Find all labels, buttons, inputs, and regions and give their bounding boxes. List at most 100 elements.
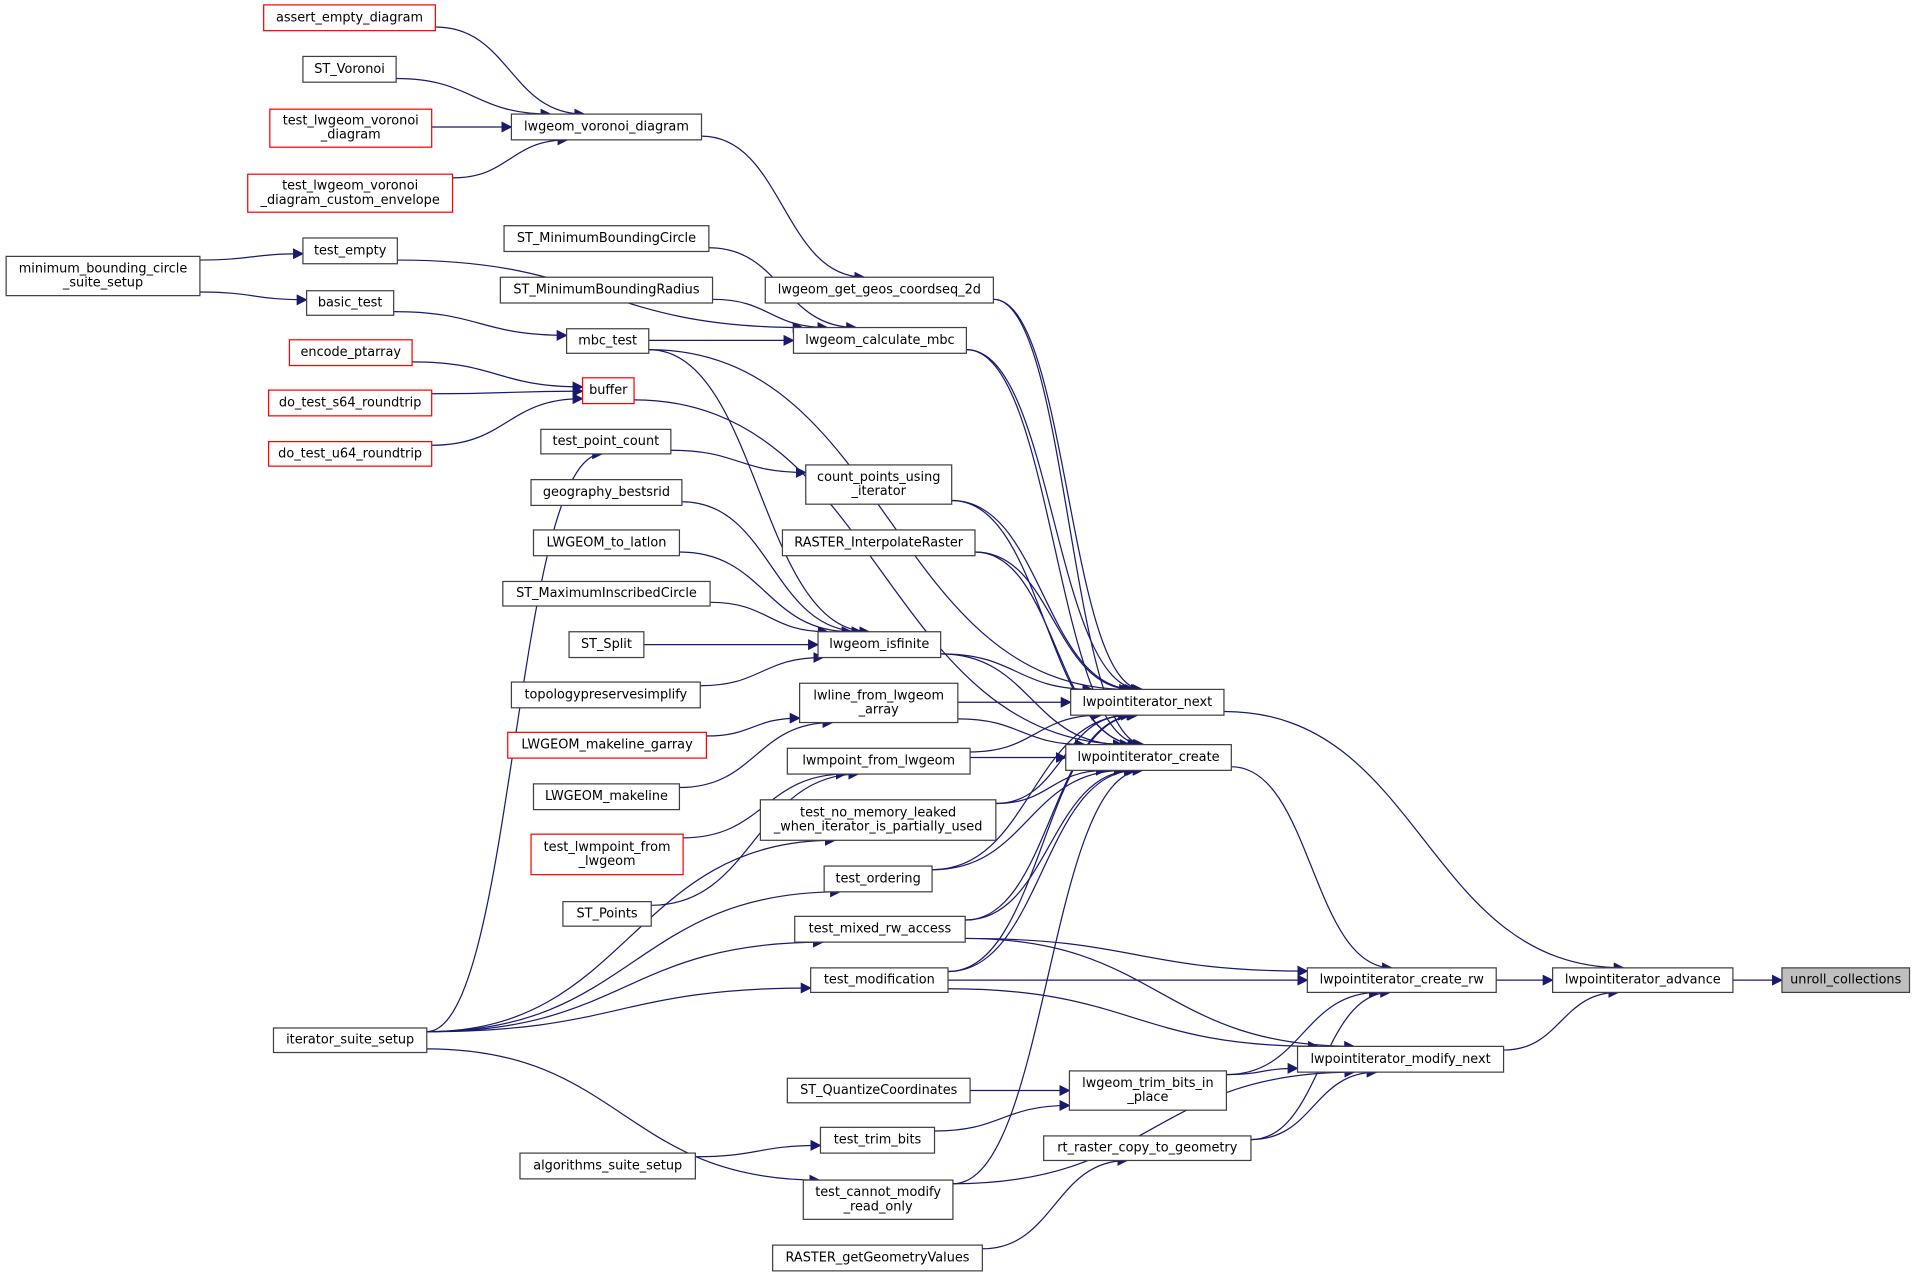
node-box[interactable] xyxy=(507,731,708,759)
node-iterator-suite-setup[interactable]: iterator_suite_setup xyxy=(272,1027,428,1054)
node-box[interactable] xyxy=(772,1244,983,1272)
node-box[interactable] xyxy=(792,326,968,354)
node-box[interactable] xyxy=(764,276,994,304)
node-box[interactable] xyxy=(502,580,711,607)
node-test-cannot-modify-read-only[interactable]: test_cannot_modify_read_only xyxy=(802,1179,954,1220)
node-st-minimumboundingradius[interactable]: ST_MinimumBoundingRadius xyxy=(499,276,714,304)
node-box[interactable] xyxy=(272,1027,428,1054)
node-test-modification[interactable]: test_modification xyxy=(810,967,949,994)
node-box[interactable] xyxy=(799,682,959,724)
node-raster-getgeometryvalues[interactable]: RASTER_getGeometryValues xyxy=(772,1244,983,1272)
node-st-minimumboundingcircle[interactable]: ST_MinimumBoundingCircle xyxy=(503,225,710,253)
node-geography-bestsrid[interactable]: geography_bestsrid xyxy=(530,479,683,507)
node-box[interactable] xyxy=(269,108,433,148)
node-test-lwgeom-voronoi-diagram-custom-envelope[interactable]: test_lwgeom_voronoi_diagram_custom_envel… xyxy=(247,173,454,213)
node-lwgeom-to-latlon[interactable]: LWGEOM_to_latlon xyxy=(532,529,681,557)
node-box[interactable] xyxy=(530,479,683,507)
node-box[interactable] xyxy=(1043,1135,1252,1162)
node-do-test-s64-roundtrip[interactable]: do_test_s64_roundtrip xyxy=(267,389,433,417)
node-do-test-u64-roundtrip[interactable]: do_test_u64_roundtrip xyxy=(267,441,433,467)
node-box[interactable] xyxy=(267,441,433,467)
node-box[interactable] xyxy=(499,276,714,304)
node-lwline-from-lwgeom-array[interactable]: lwline_from_lwgeom_array xyxy=(799,682,959,724)
node-test-point-count[interactable]: test_point_count xyxy=(540,428,672,455)
node-lwpointiterator-create[interactable]: lwpointiterator_create xyxy=(1065,743,1232,771)
node-lwpointiterator-next[interactable]: lwpointiterator_next xyxy=(1070,688,1225,716)
node-box[interactable] xyxy=(802,1179,954,1220)
node-st-points[interactable]: ST_Points xyxy=(562,901,652,927)
node-box[interactable] xyxy=(568,631,645,659)
node-algorithms-suite-setup[interactable]: algorithms_suite_setup xyxy=(519,1152,696,1180)
node-lwmpoint-from-lwgeom[interactable]: lwmpoint_from_lwgeom xyxy=(786,747,971,775)
node-box[interactable] xyxy=(810,967,949,994)
node-box[interactable] xyxy=(562,901,652,927)
node-lwgeom-calculate-mbc[interactable]: lwgeom_calculate_mbc xyxy=(792,326,968,354)
node-box[interactable] xyxy=(819,1126,936,1154)
node-box[interactable] xyxy=(305,290,395,316)
node-test-empty[interactable]: test_empty xyxy=(302,237,398,265)
node-box[interactable] xyxy=(540,428,672,455)
node-basic-test[interactable]: basic_test xyxy=(305,290,395,316)
node-buffer[interactable]: buffer xyxy=(581,377,635,405)
node-test-mixed-rw-access[interactable]: test_mixed_rw_access xyxy=(794,915,966,943)
node-box[interactable] xyxy=(565,328,650,354)
node-lwpointiterator-advance[interactable]: lwpointiterator_advance xyxy=(1552,967,1734,994)
node-box[interactable] xyxy=(1296,1045,1505,1073)
node-test-lwmpoint-from-lwgeom[interactable]: test_lwmpoint_from_lwgeom xyxy=(530,833,684,876)
node-box[interactable] xyxy=(781,529,976,557)
node-test-lwgeom-voronoi-diagram[interactable]: test_lwgeom_voronoi_diagram xyxy=(269,108,433,148)
node-box[interactable] xyxy=(302,55,397,83)
node-count-points-using-iterator[interactable]: count_points_using_iterator xyxy=(805,464,953,505)
node-box[interactable] xyxy=(510,681,701,709)
node-box[interactable] xyxy=(302,237,398,265)
node-lwpointiterator-modify-next[interactable]: lwpointiterator_modify_next xyxy=(1296,1045,1505,1073)
node-st-quantizecoordinates[interactable]: ST_QuantizeCoordinates xyxy=(786,1077,971,1104)
node-box[interactable] xyxy=(786,747,971,775)
node-box[interactable] xyxy=(510,113,703,141)
node-box[interactable] xyxy=(247,173,454,213)
node-mbc-test[interactable]: mbc_test xyxy=(565,328,650,354)
node-box[interactable] xyxy=(581,377,635,405)
node-st-maximuminscribedcircle[interactable]: ST_MaximumInscribedCircle xyxy=(502,580,711,607)
node-unroll-collections[interactable]: unroll_collections xyxy=(1781,967,1911,994)
node-box[interactable] xyxy=(1306,967,1497,994)
node-box[interactable] xyxy=(532,529,681,557)
node-lwgeom-isfinite[interactable]: lwgeom_isfinite xyxy=(817,631,942,659)
node-box[interactable] xyxy=(532,783,681,811)
node-st-voronoi[interactable]: ST_Voronoi xyxy=(302,55,397,83)
node-raster-interpolateraster[interactable]: RASTER_InterpolateRaster xyxy=(781,529,976,557)
node-box[interactable] xyxy=(288,339,413,367)
node-box[interactable] xyxy=(759,799,997,841)
node-lwgeom-get-geos-coordseq-2d[interactable]: lwgeom_get_geos_coordseq_2d xyxy=(764,276,994,304)
node-box[interactable] xyxy=(267,389,433,417)
node-box[interactable] xyxy=(817,631,942,659)
node-encode-ptarray[interactable]: encode_ptarray xyxy=(288,339,413,367)
node-box[interactable] xyxy=(786,1077,971,1104)
node-box[interactable] xyxy=(1068,1070,1228,1111)
node-test-ordering[interactable]: test_ordering xyxy=(823,865,933,893)
node-lwgeom-makeline[interactable]: LWGEOM_makeline xyxy=(532,783,681,811)
node-test-trim-bits[interactable]: test_trim_bits xyxy=(819,1126,936,1154)
node-topologypreservesimplify[interactable]: topologypreservesimplify xyxy=(510,681,701,709)
node-rt-raster-copy-to-geometry[interactable]: rt_raster_copy_to_geometry xyxy=(1043,1135,1252,1162)
node-box[interactable] xyxy=(1065,743,1232,771)
node-box[interactable] xyxy=(503,225,710,253)
node-test-no-memory-leaked[interactable]: test_no_memory_leaked_when_iterator_is_p… xyxy=(759,799,997,841)
node-box[interactable] xyxy=(794,915,966,943)
node-lwgeom-makeline-garray[interactable]: LWGEOM_makeline_garray xyxy=(507,731,708,759)
node-lwpointiterator-create-rw[interactable]: lwpointiterator_create_rw xyxy=(1306,967,1497,994)
node-box[interactable] xyxy=(519,1152,696,1180)
node-box[interactable] xyxy=(5,255,201,297)
node-box[interactable] xyxy=(263,4,436,32)
node-lwgeom-voronoi-diagram[interactable]: lwgeom_voronoi_diagram xyxy=(510,113,703,141)
node-box[interactable] xyxy=(1070,688,1225,716)
node-lwgeom-trim-bits-in-place[interactable]: lwgeom_trim_bits_in_place xyxy=(1068,1070,1228,1111)
node-box[interactable] xyxy=(805,464,953,505)
node-box[interactable] xyxy=(823,865,933,893)
node-assert-empty-diagram[interactable]: assert_empty_diagram xyxy=(263,4,436,32)
node-st-split[interactable]: ST_Split xyxy=(568,631,645,659)
node-box[interactable] xyxy=(1552,967,1734,994)
node-box[interactable] xyxy=(530,833,684,876)
node-box[interactable] xyxy=(1781,967,1911,994)
node-minimum-bounding-circle-suite-setup[interactable]: minimum_bounding_circle_suite_setup xyxy=(5,255,201,297)
